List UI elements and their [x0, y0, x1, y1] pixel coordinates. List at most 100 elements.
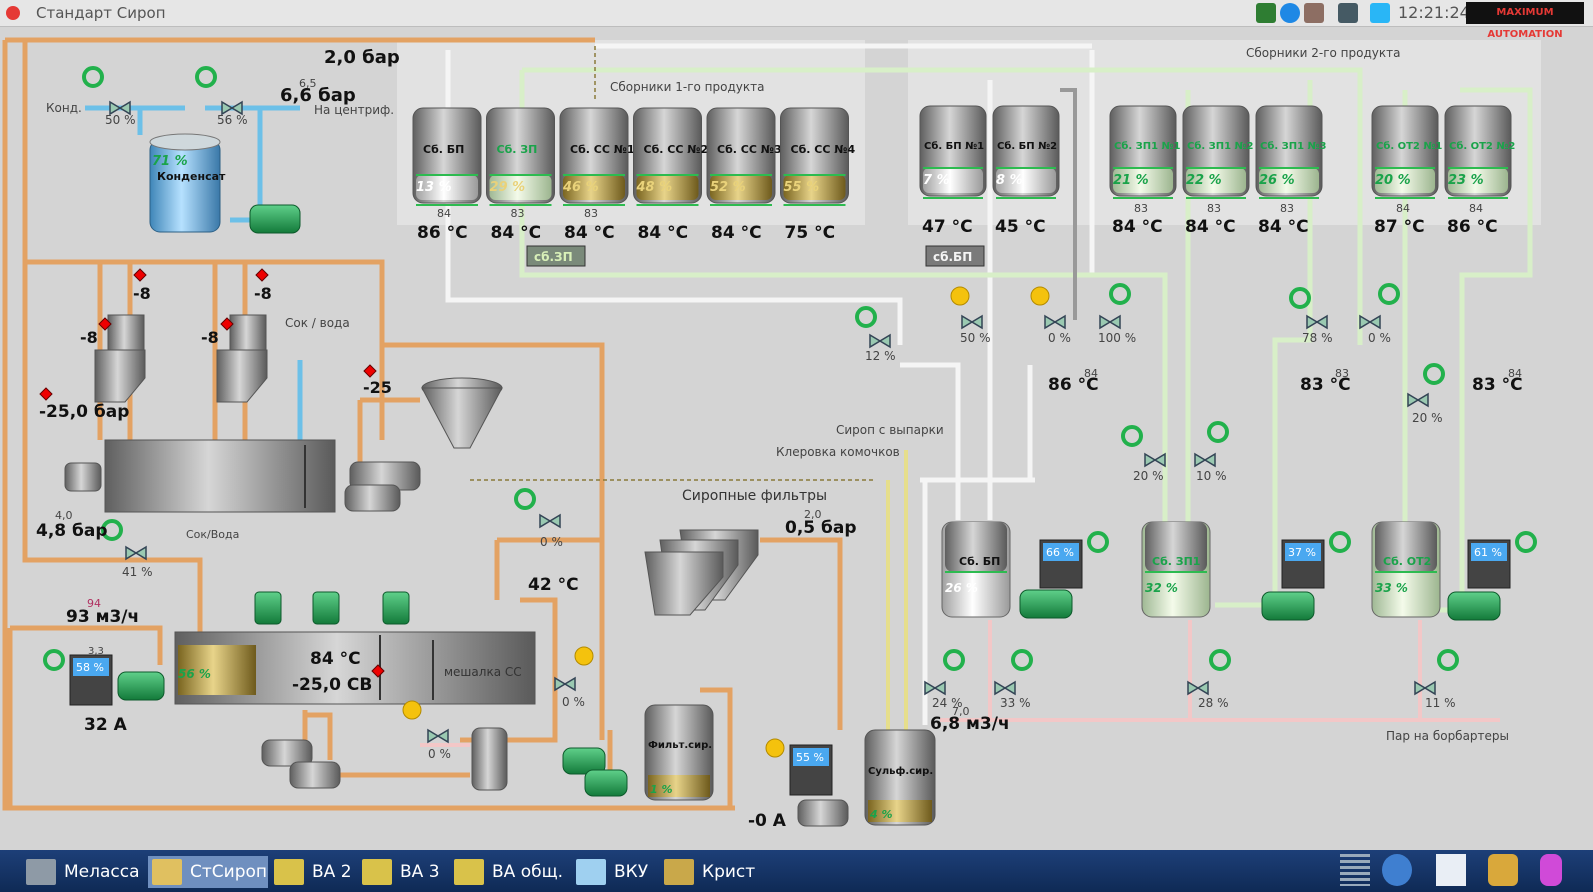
tools-icon[interactable]: [1488, 854, 1518, 886]
vfd-mixer-sp: 3,3: [88, 646, 104, 657]
group2-tank-6[interactable]: [1444, 105, 1512, 199]
collector-bp-low[interactable]: [941, 521, 1011, 618]
mixer-label: мешалка СС: [444, 665, 522, 679]
valve-10: 10 %: [1196, 469, 1227, 483]
group2-tank-0[interactable]: [919, 105, 987, 199]
button-sb-zp[interactable]: [526, 245, 586, 267]
sulfited-syrup-level: 4 %: [869, 808, 893, 821]
telegram-icon[interactable]: [1370, 3, 1390, 23]
group2-tank-name: Сб. ЗП1 №1: [1114, 140, 1181, 152]
group1-tank-level: 55 %: [784, 180, 820, 195]
group1-tank-level: 46 %: [562, 180, 599, 195]
group2-tank-name: Сб. БП №1: [924, 140, 984, 152]
group2-tank-temp: 84 °C: [1258, 217, 1309, 237]
collector-zp1-low[interactable]: [1141, 521, 1211, 618]
window-title: Стандарт Сироп: [36, 4, 166, 22]
taskbar-tab-5[interactable]: ВКУ: [572, 856, 658, 888]
menu-icon[interactable]: [1340, 854, 1370, 886]
pumps[interactable]: [117, 204, 1501, 797]
valve-0c: 0 %: [428, 747, 451, 761]
group1-tank-name: Сб. СС №4: [791, 143, 856, 156]
group1-tank-name: Сб. БП: [423, 143, 464, 156]
temp86-setpoint: 84: [1084, 367, 1098, 380]
group2-tank-1[interactable]: [992, 105, 1060, 199]
vfd-panels[interactable]: [69, 539, 1511, 796]
mixer-tank[interactable]: [174, 591, 536, 705]
kond-inlet-label: Конд.: [46, 101, 82, 115]
taskbar-tab-4[interactable]: ВА общ.: [450, 856, 566, 888]
button-sb-bp[interactable]: [925, 245, 985, 267]
valve-icons[interactable]: [109, 100, 1436, 744]
taskbar-tab-1[interactable]: СтСироп: [148, 856, 268, 888]
filtered-syrup-label: Фильт.сир.: [648, 740, 712, 751]
screen-thumbnail-icon: [576, 859, 606, 885]
taskbar-tab-label: ВА 3: [400, 862, 440, 882]
refresh-icons[interactable]: [43, 66, 1537, 671]
taskbar-tab-label: ВКУ: [614, 862, 649, 882]
valve-24: 24 %: [932, 696, 963, 710]
user-icon[interactable]: [1304, 3, 1324, 23]
group1-tank-temp: 86 °C: [417, 223, 468, 243]
vfd-mixer-level: 58 %: [76, 661, 104, 674]
group1-tank-3[interactable]: [633, 107, 702, 206]
button-sb-zp-label[interactable]: сб.ЗП: [534, 250, 573, 264]
evaporator-body: [104, 439, 336, 513]
taskbar-tab-3[interactable]: ВА 3: [358, 856, 448, 888]
grey-pumps: [64, 461, 849, 827]
group2-tank-3[interactable]: [1182, 105, 1250, 199]
group2-tank-temp: 47 °C: [922, 217, 973, 237]
group2-tank-name: Сб. ЗП1 №2: [1187, 140, 1254, 152]
group2-tank-setpoint: 83: [1207, 202, 1221, 215]
vfd-ot2-level: 61 %: [1474, 546, 1502, 559]
group1-tank-2[interactable]: [559, 107, 629, 206]
valve-33: 33 %: [1000, 696, 1031, 710]
valve-28: 28 %: [1198, 696, 1229, 710]
group2-tank-5[interactable]: [1371, 105, 1439, 199]
valve-20b: 20 %: [1133, 469, 1164, 483]
taskbar-tab-6[interactable]: Крист: [660, 856, 760, 888]
pointer-hand-icon[interactable]: [1540, 854, 1562, 886]
filtered-syrup-tank[interactable]: [644, 704, 714, 801]
taskbar-tab-0[interactable]: Меласса: [22, 856, 146, 888]
pressure-05: 0,5 бар: [785, 518, 857, 538]
valve-78: 78 %: [1302, 331, 1333, 345]
valve-41-pos: 41 %: [122, 565, 153, 579]
gear-icon[interactable]: [1382, 854, 1412, 886]
chat-icon[interactable]: [1280, 3, 1300, 23]
vfd-sulf-level: 55 %: [796, 751, 824, 764]
flow68-setpoint: 7,0: [952, 705, 970, 718]
temp-42: 42 °C: [528, 575, 579, 595]
pressure-centrifuge: 6,6 бар: [280, 85, 356, 106]
group1-tank-name: Сб. СС №3: [717, 143, 782, 156]
add-icon[interactable]: [1256, 3, 1276, 23]
condensate-tank[interactable]: [149, 133, 221, 233]
button-sb-bp-label[interactable]: сб.БП: [933, 250, 972, 264]
clock: 12:21:24: [1398, 3, 1470, 22]
engineer-icon[interactable]: [1338, 3, 1358, 23]
group2-tank-2[interactable]: [1109, 105, 1177, 199]
collector-ot2-low[interactable]: [1371, 521, 1441, 618]
mixer-pump-amps: 32 А: [84, 715, 128, 735]
brand-logo: MAXIMUM AUTOMATION: [1466, 2, 1584, 40]
temp-86: 86 °C: [1048, 375, 1099, 395]
flow93-setpoint: 94: [87, 597, 101, 610]
taskbar-tab-2[interactable]: ВА 2: [270, 856, 358, 888]
group1-tank-level: 52 %: [710, 180, 746, 195]
trend-chart-icon[interactable]: [1436, 854, 1466, 886]
group1-tank-0[interactable]: [412, 107, 482, 206]
group2-tank-temp: 86 °C: [1447, 217, 1498, 237]
group2-tank-temp: 87 °C: [1374, 217, 1425, 237]
vacuum-pressure: -25,0 бар: [39, 402, 129, 422]
group1-tank-5[interactable]: [780, 107, 849, 206]
group1-tank-4[interactable]: [706, 107, 776, 206]
group2-tank-4[interactable]: [1255, 105, 1323, 199]
group1-tank-1[interactable]: [486, 107, 555, 206]
valve-12: 12 %: [865, 349, 896, 363]
group1-tank-name: Сб. СС №1: [570, 143, 635, 156]
group1-tank-level: 13 %: [416, 180, 452, 195]
taskbar-tab-label: ВА общ.: [492, 862, 563, 882]
close-icon[interactable]: [6, 6, 20, 20]
manual-hand-icons[interactable]: [402, 286, 1050, 758]
sulfited-syrup-tank[interactable]: [864, 729, 936, 826]
